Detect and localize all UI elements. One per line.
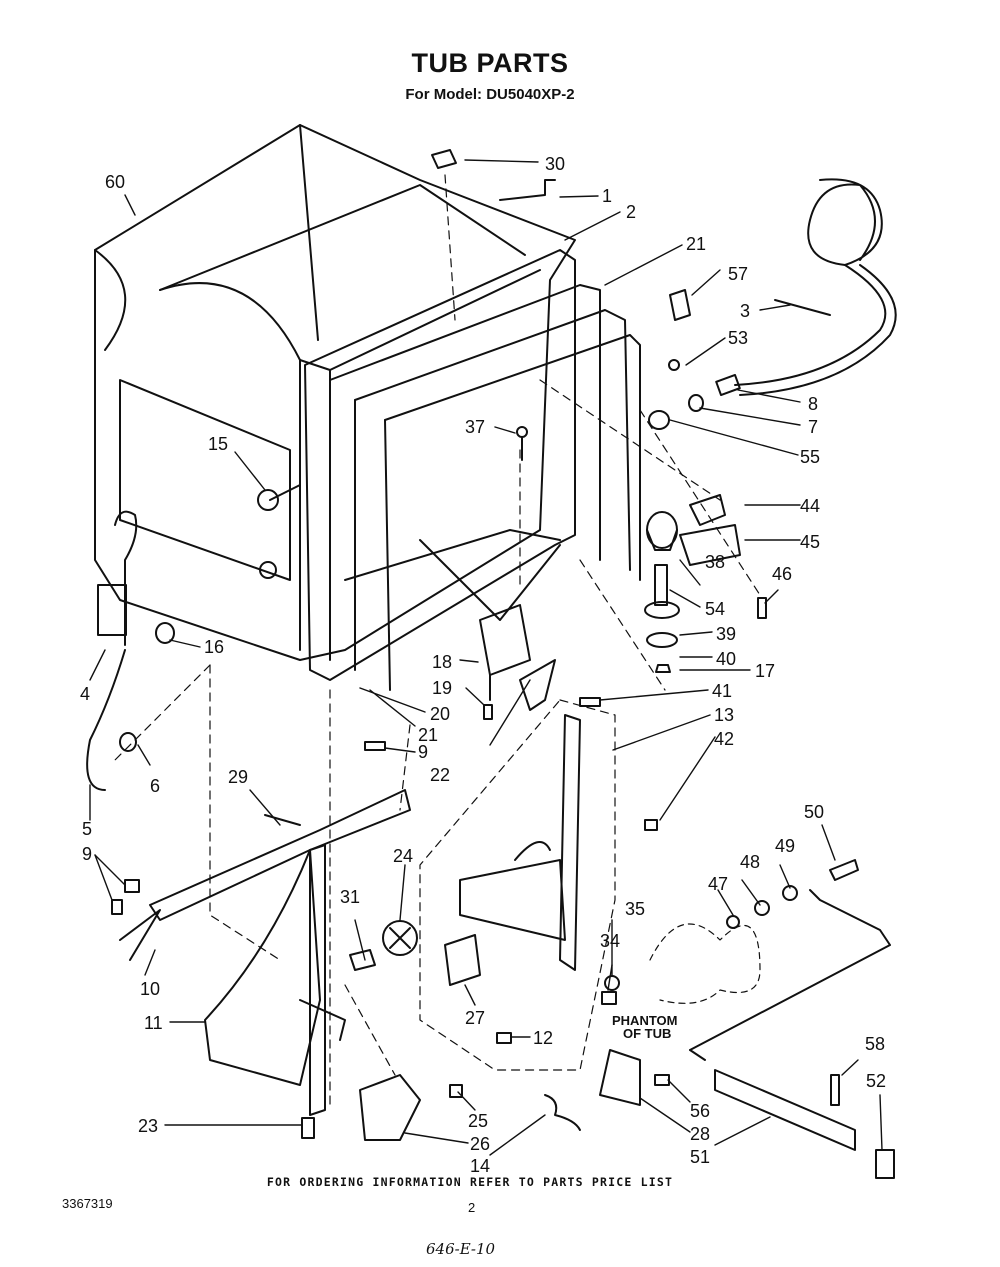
callout-7: 7 (808, 417, 818, 437)
callout-49: 49 (775, 836, 795, 856)
callout-39: 39 (716, 624, 736, 644)
callout-26: 26 (470, 1134, 490, 1154)
callout-29: 29 (228, 767, 248, 787)
callout-50: 50 (804, 802, 824, 822)
callout-1: 1 (602, 186, 612, 206)
bracket-assembly (419, 699, 616, 1071)
leader-lines (114, 174, 761, 1111)
tub-body (94, 124, 576, 661)
phantom-label-line2: OF TUB (623, 1026, 671, 1041)
callout-41: 41 (712, 681, 732, 701)
callout-45: 45 (800, 532, 820, 552)
callout-42: 42 (714, 729, 734, 749)
callout-30: 30 (545, 154, 565, 174)
callout-21: 21 (686, 234, 706, 254)
inlet-valve-assembly (86, 484, 301, 791)
callout-12: 12 (533, 1028, 553, 1048)
document-number: 3367319 (62, 1196, 113, 1211)
callout-24: 24 (393, 846, 413, 866)
callout-5: 5 (82, 819, 92, 839)
callout-27: 27 (465, 1008, 485, 1028)
callout-4: 4 (80, 684, 90, 704)
callout-34: 34 (600, 931, 620, 951)
callout-44: 44 (800, 496, 820, 516)
callout-57: 57 (728, 264, 748, 284)
drain-hose (648, 178, 897, 430)
callout-2: 2 (626, 202, 636, 222)
callout-11: 11 (144, 1013, 163, 1033)
callout-35: 35 (625, 899, 645, 919)
callout-9: 9 (418, 742, 428, 762)
callout-37: 37 (465, 417, 485, 437)
drain-valve (359, 1074, 581, 1141)
brackets-and-screws (431, 149, 767, 673)
callout-14: 14 (470, 1156, 490, 1176)
callout-60: 60 (105, 172, 125, 192)
callout-28: 28 (690, 1124, 710, 1144)
phantom-label-line1: PHANTOM (612, 1013, 677, 1028)
model-subtitle: For Model: DU5040XP-2 (405, 86, 575, 103)
callout-53: 53 (728, 328, 748, 348)
callout-arrows (89, 159, 883, 1156)
callout-51: 51 (690, 1147, 710, 1167)
callout-19: 19 (432, 678, 452, 698)
callout-48: 48 (740, 852, 760, 872)
callout-58: 58 (865, 1034, 885, 1054)
callout-52: 52 (866, 1071, 886, 1091)
callout-25: 25 (468, 1111, 488, 1131)
callout-22: 22 (430, 765, 450, 785)
callout-8: 8 (808, 394, 818, 414)
callout-18: 18 (432, 652, 452, 672)
callout-3: 3 (740, 301, 750, 321)
middle-components (111, 604, 658, 961)
callout-40: 40 (716, 649, 736, 669)
fan-assembly (349, 920, 418, 971)
door-seals (304, 249, 641, 691)
left-side-panel (204, 844, 346, 1139)
callout-20: 20 (430, 704, 450, 724)
callout-15: 15 (208, 434, 228, 454)
bottom-rail (599, 859, 895, 1179)
callout-55: 55 (800, 447, 820, 467)
ordering-note: FOR ORDERING INFORMATION REFER TO PARTS … (266, 1175, 674, 1189)
handwritten-note: 646-E-10 (426, 1240, 496, 1258)
callout-38: 38 (705, 552, 725, 572)
callout-6: 6 (150, 776, 160, 796)
callout-17: 17 (755, 661, 775, 681)
callout-16: 16 (204, 637, 224, 657)
callout-labels: 60 30 1 2 21 57 3 53 8 7 55 37 15 44 45 … (80, 154, 886, 1176)
callout-56: 56 (690, 1101, 710, 1121)
callout-23: 23 (138, 1116, 158, 1136)
callout-21-lower: 21 (418, 725, 438, 745)
callout-10: 10 (140, 979, 160, 999)
phantom-tub-outline (649, 923, 761, 1004)
callout-46: 46 (772, 564, 792, 584)
callout-47: 47 (708, 874, 728, 894)
callout-31: 31 (340, 887, 360, 907)
callout-54: 54 (705, 599, 725, 619)
page-title: TUB PARTS (411, 48, 569, 78)
callout-13: 13 (714, 705, 734, 725)
callout-9-left: 9 (82, 844, 92, 864)
page-number: 2 (468, 1200, 476, 1215)
